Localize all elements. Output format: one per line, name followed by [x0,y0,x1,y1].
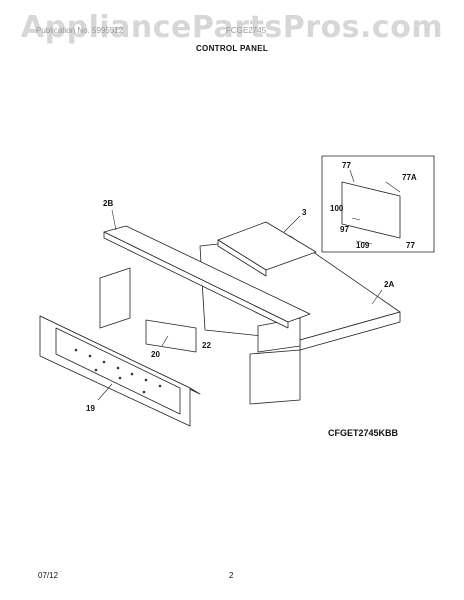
leader-lines [97,169,401,401]
callout-19: 19 [86,404,95,413]
board-cover-3-edge [217,239,267,277]
footer-page-number: 2 [229,571,234,580]
chassis-front-edge [299,311,401,351]
control-panel-19-inner [55,327,181,415]
callout-77-bottom: 77 [406,241,415,250]
control-board-20 [145,319,197,353]
callout-77-top: 77 [342,161,351,170]
callout-20: 20 [151,350,160,359]
callout-2a: 2A [384,280,394,289]
callout-3: 3 [302,208,307,217]
panel-buttons [74,348,162,394]
callout-2b: 2B [103,199,113,208]
watermark: AppliancePartsPros.com [20,10,444,45]
left-bracket [99,267,131,329]
chassis-side-wall [249,349,301,405]
callout-100: 100 [330,204,344,213]
rear-trim-2b-lip [103,231,289,329]
inset-board [341,181,401,239]
callout-109: 109 [356,241,370,250]
model-series: FCGE2745 [226,26,267,35]
callout-77a: 77A [402,173,417,182]
model-number: CFGET2745KBB [328,428,399,438]
section-title: CONTROL PANEL [195,44,269,53]
publication-number: Publication No. 5995512 [36,26,124,35]
callout-97: 97 [340,225,349,234]
footer-date: 07/12 [38,571,59,580]
callout-22: 22 [202,341,211,350]
